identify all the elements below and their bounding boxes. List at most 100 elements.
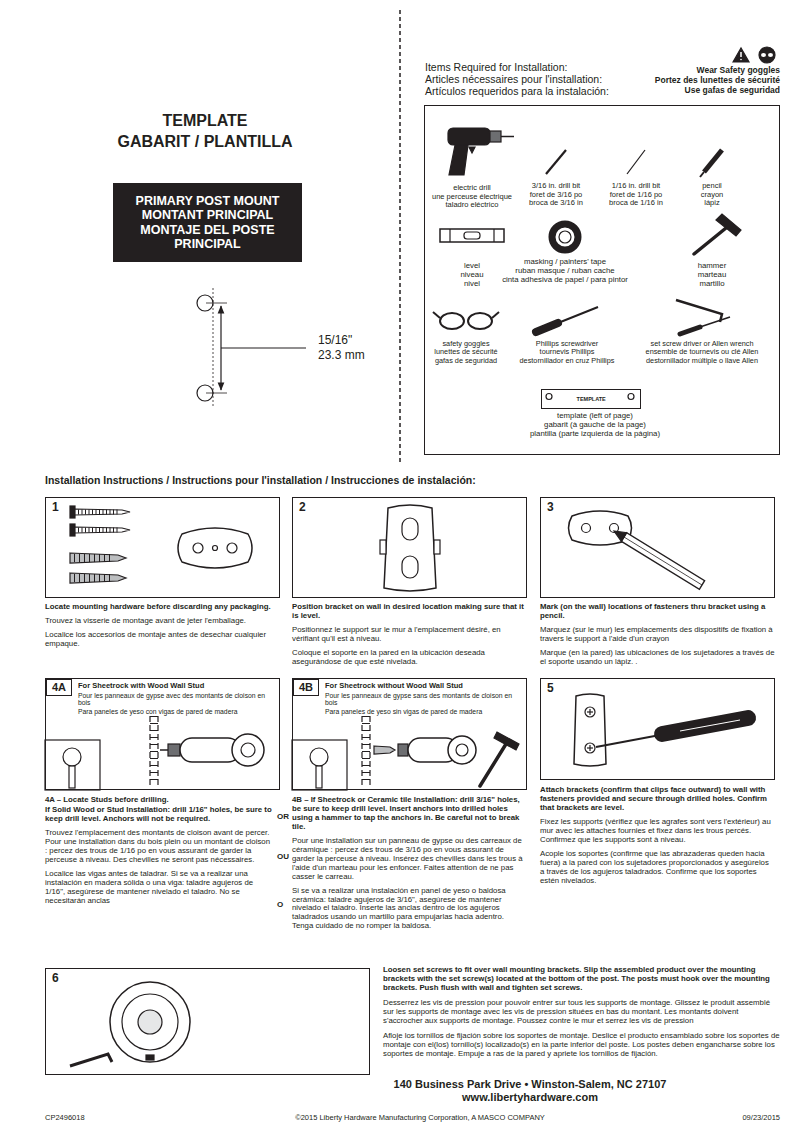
step-caption: Attach brackets (confirm that clips face… xyxy=(540,786,775,813)
tool-caption: template (left of page) xyxy=(490,412,700,421)
step-heading: For Sheetrock without Wood Wall Stud xyxy=(325,682,523,691)
drilling-anchor-picture xyxy=(292,716,519,790)
step-panel: 5 xyxy=(540,678,775,780)
step-panel: 1 xyxy=(45,497,280,598)
tool-caption: taladro eléctrico xyxy=(424,201,520,210)
tool-caption: crayon xyxy=(677,191,747,200)
step-heading: Para paneles de yeso con vigas de pared … xyxy=(78,708,276,716)
step-caption: Trouvez l'emplacement des montants de cl… xyxy=(45,829,273,865)
step-caption: Marquez (sur le mur) les emplacements de… xyxy=(540,626,775,644)
step-panel: 2 xyxy=(292,497,527,598)
tool-caption: niveau xyxy=(432,271,512,280)
tool-caption: plantilla (parte izquierda de la página) xyxy=(490,430,700,439)
conjunction: O xyxy=(277,900,291,909)
tool-caption: ensemble de tournevis ou clé Allen xyxy=(632,348,772,356)
tool-caption: pencil xyxy=(677,182,747,191)
hardware-picture xyxy=(70,506,252,583)
tool-caption: level xyxy=(432,262,512,271)
fold-line xyxy=(399,10,401,462)
step-number: 5 xyxy=(547,682,577,696)
step-caption: If Solid Wood or Stud Installation: dril… xyxy=(45,806,273,824)
step-heading: Pour les panneaux de gypse avec des mont… xyxy=(78,692,276,708)
step-caption: Afloje los tornillos de fijación sobre l… xyxy=(383,1032,780,1059)
step-caption: Desserrez les vis de pression pour pouvo… xyxy=(383,999,780,1026)
conjunction: OR xyxy=(277,812,291,821)
pencil-icon xyxy=(700,150,722,177)
drill-bit-icon xyxy=(546,150,645,174)
step-caption: Pour une installation sur un panneau de … xyxy=(292,837,527,882)
template-title: TEMPLATE xyxy=(95,112,315,130)
tool-caption: set screw driver or Allen wrench xyxy=(632,340,772,348)
tool-caption: ruban masque / ruban cache xyxy=(487,267,643,276)
copyright: ©2015 Liberty Hardware Manufacturing Cor… xyxy=(220,1114,620,1123)
section-heading: Installation Instructions / Instructions… xyxy=(45,474,785,486)
safety-note: Use gafas de seguridad xyxy=(620,86,780,96)
tool-caption: broca de 1/16 in xyxy=(598,199,674,208)
step-heading: For Sheetrock with Wood Wall Stud xyxy=(78,682,276,691)
step-caption: 4B – If Sheetrock or Ceramic tile Instal… xyxy=(292,796,527,832)
step-caption: Positionnez le support sur le mur à l'em… xyxy=(292,626,527,644)
step-number: 4B xyxy=(293,679,319,696)
tool-caption: 3/16 in. drill bit xyxy=(518,182,594,191)
allen-wrench-icon xyxy=(676,300,730,334)
tool-caption: hammer xyxy=(672,262,752,271)
tool-caption: une perceuse électrique xyxy=(424,193,520,202)
tool-caption: gafas de seguridad xyxy=(428,357,504,365)
fastening-picture xyxy=(574,694,748,766)
step-panel: 4A For Sheetrock with Wood Wall StudPour … xyxy=(45,678,280,790)
tool-caption: gabarit (à gauche de la page) xyxy=(490,421,700,430)
safety-icons xyxy=(733,47,775,63)
step-caption: Position bracket on wall in desired loca… xyxy=(292,603,527,621)
icon-text: TEMPLATE xyxy=(561,396,621,402)
step-heading: Pour les panneaux de gypse sans des mont… xyxy=(325,692,523,708)
date: 09/23/2015 xyxy=(680,1114,780,1123)
drill-icon xyxy=(448,128,514,175)
goggles-icon xyxy=(433,312,499,329)
step-heading: Para paneles de yeso sin vigas de pared … xyxy=(325,708,523,716)
dimension-text: 15/16" xyxy=(318,334,398,348)
tool-caption: cinta adhesiva de papel / para pintor xyxy=(487,276,643,285)
step-caption: Loosen set screws to fit over wall mount… xyxy=(383,966,780,993)
step-panel: 4B For Sheetrock without Wood Wall StudPo… xyxy=(292,678,527,790)
tool-caption: destornillador múltiple o llave Allen xyxy=(632,357,772,365)
tool-caption: Phillips screwdriver xyxy=(508,340,626,348)
step-caption: Si se va a realizar una instalación en p… xyxy=(292,887,527,932)
tool-caption: tournevis Phillips xyxy=(508,348,626,356)
step-caption: Fixez les supports (vérifiez que les agr… xyxy=(540,818,775,845)
step-caption: Marque (en la pared) las ubicaciones de … xyxy=(540,649,775,667)
safety-note: Portez des lunettes de sécurité xyxy=(620,76,780,86)
band-text: PRIMARY POST MOUNT MONTANT PRINCIPAL MON… xyxy=(125,194,290,252)
level-icon xyxy=(440,229,504,242)
template-title: GABARIT / PLANTILLA xyxy=(95,133,315,151)
tool-caption: electric drill xyxy=(424,184,520,193)
screwdriver-icon xyxy=(536,307,598,332)
web-address: www.libertyhardware.com xyxy=(310,1091,750,1104)
address: 140 Business Park Drive • Winston-Salem,… xyxy=(310,1078,750,1091)
safety-note: Wear Safety goggles xyxy=(620,66,780,76)
tool-caption: martillo xyxy=(672,280,752,289)
step-number: 4A xyxy=(46,679,72,696)
step-caption: Acople los soportes (confirme que las ab… xyxy=(540,850,775,886)
tape-icon xyxy=(552,224,578,250)
step-number: 2 xyxy=(299,501,329,515)
post-picture xyxy=(70,982,190,1066)
step-number: 1 xyxy=(52,501,82,515)
tool-caption: marteau xyxy=(672,271,752,280)
conjunction: OU xyxy=(277,852,291,861)
tool-caption: safety goggles xyxy=(428,340,504,348)
dimension-text: 23.3 mm xyxy=(318,349,398,363)
step-caption: Localice las vigas antes de taladrar. Si… xyxy=(45,870,273,906)
step-caption: 4A – Locate Studs before drilling. xyxy=(45,796,273,805)
tool-caption: foret de 3/16 po xyxy=(518,191,594,200)
tool-caption: nivel xyxy=(432,280,512,289)
step-caption: Trouvez la visserie de montage avant de … xyxy=(45,617,280,626)
tool-caption: broca de 3/16 in xyxy=(518,199,594,208)
hammer-icon xyxy=(694,214,741,254)
bracket-picture xyxy=(380,505,440,591)
step-caption: Localice los accesorios de montaje antes… xyxy=(45,631,280,649)
step-caption: Mark (on the wall) locations of fastener… xyxy=(540,603,775,621)
step-number: 6 xyxy=(52,972,82,986)
tool-caption: destornillador en cruz Phillips xyxy=(508,357,626,365)
